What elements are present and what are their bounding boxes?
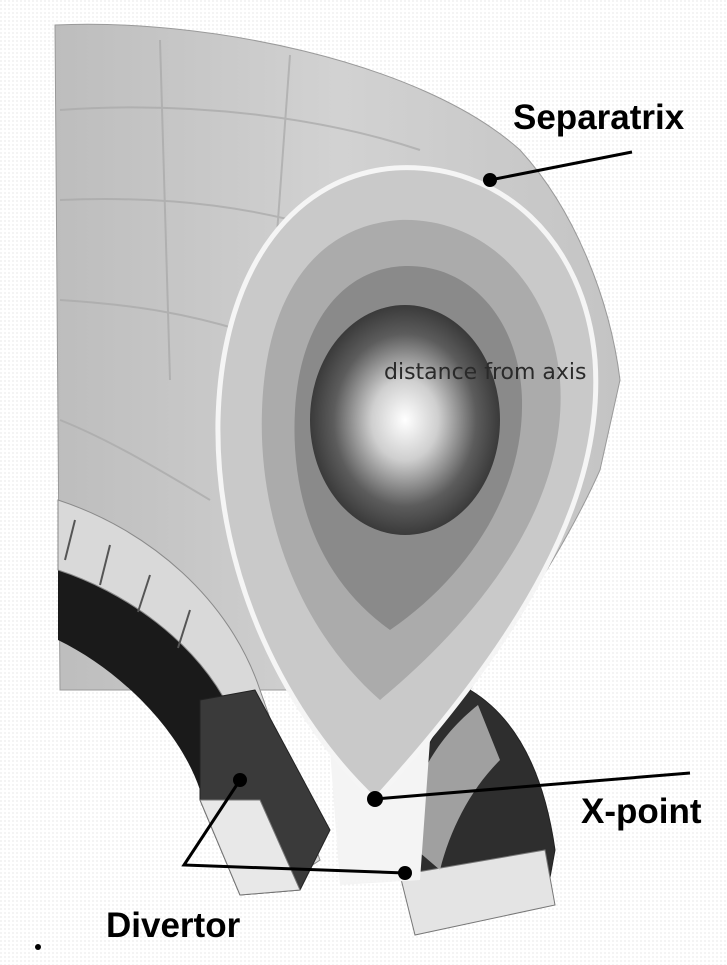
divertor-left-marker — [233, 773, 247, 787]
separatrix-point-marker — [483, 173, 497, 187]
divertor-label: Divertor — [106, 908, 240, 943]
plasma-core — [310, 305, 500, 535]
xpoint-marker — [367, 791, 383, 807]
stray-dot — [35, 944, 41, 950]
separatrix-label: Separatrix — [513, 100, 684, 135]
x-point-label: X-point — [581, 794, 702, 829]
divertor-right-marker — [398, 866, 412, 880]
distance-from-axis-label: distance from axis — [384, 360, 586, 385]
